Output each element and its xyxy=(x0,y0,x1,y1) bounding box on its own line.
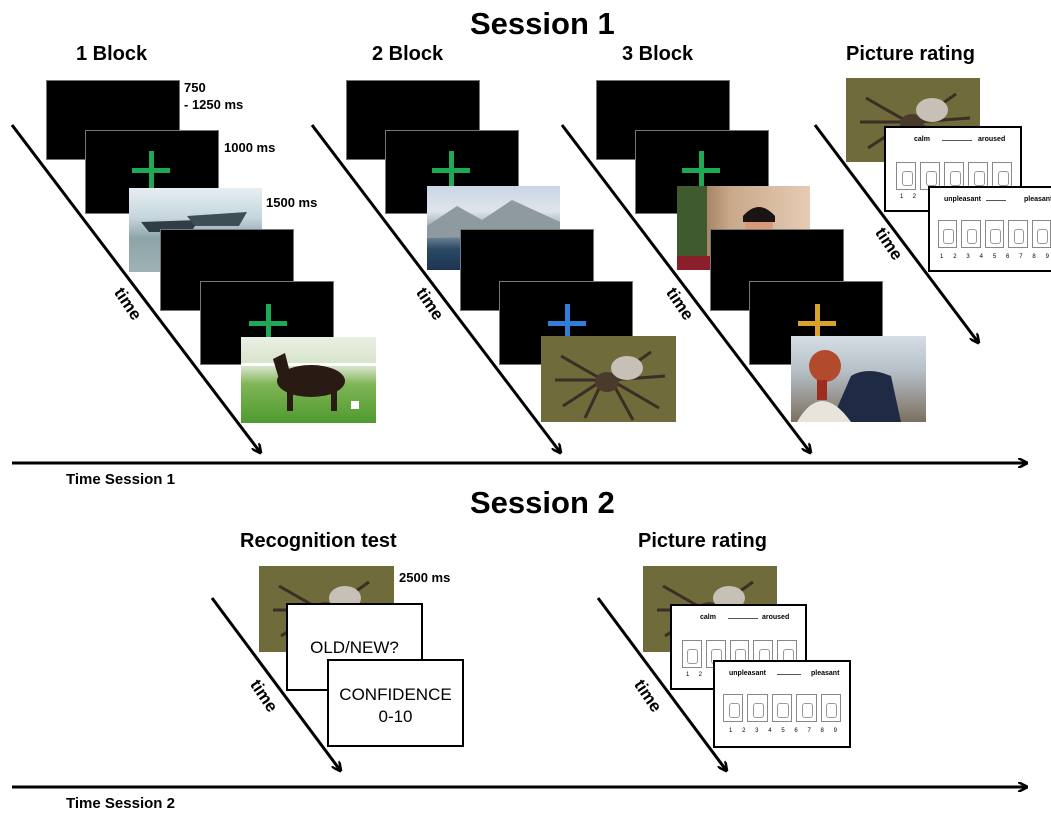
horse-shape xyxy=(241,353,376,411)
time-arrow-block3 xyxy=(560,124,810,452)
confidence-text: CONFIDENCE xyxy=(339,685,452,704)
valence-low-label: unpleasant xyxy=(944,196,981,203)
scale-arrow xyxy=(777,674,801,675)
arousal-low-label: calm xyxy=(700,614,716,621)
mountain-shape xyxy=(427,200,560,238)
time-arrow-recognition xyxy=(210,597,340,770)
session2-axis-label: Time Session 2 xyxy=(66,795,175,812)
valence-high-label: pleasant xyxy=(1024,196,1051,203)
sam-figures xyxy=(723,694,842,722)
fixation-cross-green xyxy=(132,151,170,189)
fixation-cross-green xyxy=(249,304,287,342)
time-arrow-block2 xyxy=(310,124,560,452)
recognition-test-title: Recognition test xyxy=(240,530,397,552)
session1-axis-label: Time Session 1 xyxy=(66,471,175,488)
block1-title: 1 Block xyxy=(76,43,148,65)
fixation-cross-green xyxy=(432,151,470,189)
arousal-high-label: aroused xyxy=(978,136,1006,143)
scale-arrow xyxy=(986,200,1006,201)
scale-arrow xyxy=(728,618,758,619)
picture-rating-title-s2: Picture rating xyxy=(638,530,767,552)
scale-arrow xyxy=(942,140,972,141)
confidence-range-text: 0-10 xyxy=(378,707,413,726)
arousal-high-label: aroused xyxy=(762,614,790,621)
arousal-low-label: calm xyxy=(914,136,930,143)
block3-title: 3 Block xyxy=(622,43,694,65)
fixation-cross-green xyxy=(682,151,720,189)
sam-figures xyxy=(938,220,1051,248)
picture-rating-title-s1: Picture rating xyxy=(846,43,975,65)
valence-low-label: unpleasant xyxy=(729,670,766,677)
sam-figures xyxy=(896,162,1012,190)
valence-high-label: pleasant xyxy=(811,670,840,677)
blank-duration-label: 750 - 1250 ms xyxy=(184,80,244,112)
fixation-duration-label: 1000 ms xyxy=(224,140,276,155)
horse-photo xyxy=(241,337,376,423)
fixation-cross-orange xyxy=(798,304,836,342)
confidence-card: CONFIDENCE 0-10 xyxy=(327,659,464,747)
injured-man-photo xyxy=(791,336,926,422)
time-arrow-rating2 xyxy=(596,597,726,770)
time-arrow-rating1 xyxy=(813,124,978,342)
block2-title: 2 Block xyxy=(372,43,444,65)
fixation-cross-blue xyxy=(548,304,586,342)
time-arrow-block1 xyxy=(10,124,260,452)
session2-title: Session 2 xyxy=(470,485,615,520)
session1-title: Session 1 xyxy=(470,6,615,41)
spider-photo xyxy=(541,336,676,422)
spider-shape xyxy=(555,350,666,421)
old-new-text: OLD/NEW? xyxy=(310,638,399,657)
recognition-duration-label: 2500 ms xyxy=(399,570,451,585)
picture-duration-label: 1500 ms xyxy=(266,195,318,210)
injured-man-shape xyxy=(797,350,901,422)
